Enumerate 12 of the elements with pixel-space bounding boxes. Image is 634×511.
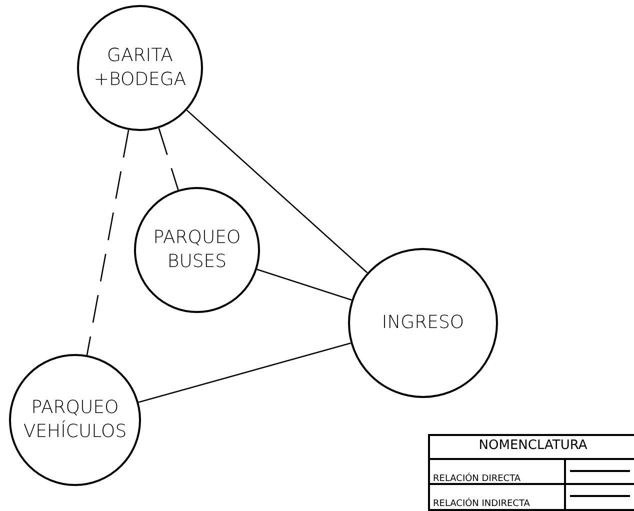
legend-title: NOMENCLATURA bbox=[478, 438, 588, 453]
space-label: PARQUEO BUSES bbox=[152, 226, 242, 274]
legend-text: RELACIÓN INDIRECTA bbox=[433, 499, 530, 509]
space-label: INGRESO bbox=[382, 310, 464, 335]
relation-line bbox=[186, 110, 368, 274]
space-label: PARQUEO VEHÍCULOS bbox=[22, 396, 128, 444]
relation-line bbox=[256, 268, 352, 301]
relation-line bbox=[86, 130, 130, 356]
relation-line bbox=[158, 128, 179, 190]
space-label: GARITA +BODEGA bbox=[92, 44, 188, 92]
legend-text: RELACIÓN DIRECTA bbox=[433, 474, 521, 484]
relation-line bbox=[138, 342, 351, 403]
